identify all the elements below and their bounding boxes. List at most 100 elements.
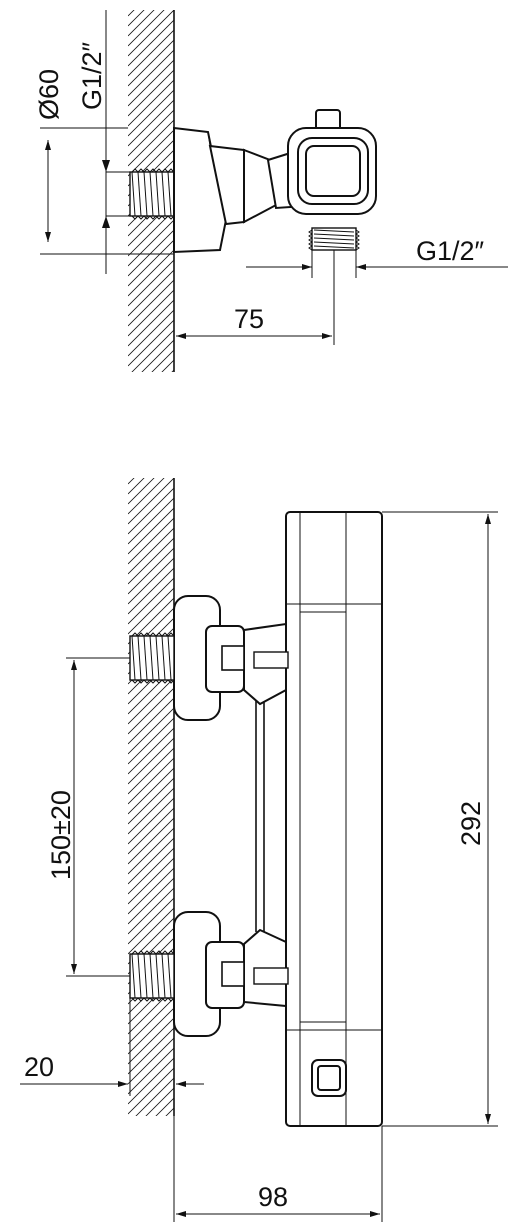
wall-hatch-line [128,29,174,77]
thread-tooth [308,229,313,235]
wall-hatch-line [128,767,174,815]
wall-hatch-line [128,410,174,456]
wall-hatch-line [128,857,174,905]
wall-hatch-line [128,1037,174,1085]
thread-tooth [137,168,145,173]
wall-hatch-line [128,677,174,725]
thread-tooth [155,950,163,955]
thread-hatch [161,953,166,999]
wall-hatch-line [165,1107,174,1116]
thread-hatch [155,171,160,217]
thread-tooth [308,233,313,239]
thread-tooth [167,632,175,637]
wall-hatch-line [161,359,174,372]
thread-tooth [137,950,145,955]
wall-hatch-line [128,319,174,367]
thread-tooth [167,950,175,955]
outlet-thread-top [308,227,360,251]
thread-hatch [167,635,172,681]
wall-hatch-line [128,1007,174,1055]
front-view: 150±20 20 292 98 [20,428,498,1222]
thread-hatch [167,953,172,999]
top-view: Ø60 G1/2″ G1/2″ 75 [34,0,508,466]
wall-hatch-line [128,10,155,37]
wall-hatch-line [128,807,174,855]
wall-hatch-line [128,1168,174,1214]
thread-tooth [161,950,169,955]
wall-hatch-line [128,89,174,137]
wall-hatch-line [128,787,174,835]
thread-tooth [167,997,175,1002]
dim-diameter-label: Ø60 [34,69,64,120]
knob-top [287,109,377,215]
thread-tooth [131,950,139,955]
thread-hatch [143,953,148,999]
thread-hatch [131,171,136,217]
thread-tooth [149,215,157,220]
thread-tooth [143,215,151,220]
wall-hatch-line [128,299,174,347]
thread-tooth [308,241,313,247]
wall-hatch-line [128,309,174,357]
wall-hatch-line [128,777,174,825]
wall-hatch-line [128,1138,174,1184]
wall-hatch-line [128,497,174,545]
wall-hatch-line [128,0,174,6]
wall-hatch-line [128,279,174,327]
thread-hatch [149,953,154,999]
dim-projection-label: 75 [234,304,264,334]
wall-hatch-line [128,478,145,495]
thread-tooth [143,997,151,1002]
connector-rail [255,700,265,932]
wall-hatch-line [128,487,174,535]
wall-hatch-line [128,687,174,735]
wall-hatch-line [128,10,174,57]
wall-hatch-line [135,1077,174,1116]
thread-tooth [161,997,169,1002]
wall-hatch-line [128,817,174,865]
thread-tooth [355,237,360,243]
wall-hatch-line [128,129,174,177]
thread-hatch [155,953,160,999]
wall-hatch-line [128,587,174,635]
wall-hatch-line [128,428,174,474]
wall-hatch-line [128,10,165,47]
thread-hatch [313,233,355,237]
thread-hatch [137,171,142,217]
wall-hatch-line [131,329,174,372]
wall-hatch-line [128,907,174,955]
wall-hatch-line [128,1128,174,1174]
wall-hatch-line [128,49,174,97]
thread-tooth [161,168,169,173]
thread-tooth [149,950,157,955]
wall-hatch-line [128,827,174,875]
dim-depth-label: 98 [258,1182,288,1212]
wall-hatch-line [128,478,165,515]
thread-tooth [143,168,151,173]
wall-hatch-line [128,99,174,147]
wall-hatch-line [128,478,174,525]
thread-hatch [313,241,355,245]
wall-hatch-line [128,567,174,615]
wall-hatch-line [128,420,174,466]
thread-tooth [131,679,139,684]
thread-tooth [149,997,157,1002]
thread-hatch [131,953,136,999]
wall-hatch-line [128,1148,174,1194]
wall-hatch-line [171,369,174,372]
wall-hatch-line [128,997,174,1045]
thread-tooth [155,215,163,220]
thread-hatch [143,171,148,217]
wall-hatch-line [128,400,174,446]
wall-hatch-line [128,269,174,317]
wall-hatch-line [128,537,174,585]
dim-depth-98: 98 [173,1116,383,1222]
wall-hatch-line [128,707,174,755]
thread-tooth [161,632,169,637]
dim-diameter-60: Ø60 [34,69,174,255]
inlet-thread-top [129,168,175,220]
thread-tooth [149,679,157,684]
thread-tooth [149,168,157,173]
wall-hatch-line [128,877,174,925]
thread-tooth [355,229,360,235]
